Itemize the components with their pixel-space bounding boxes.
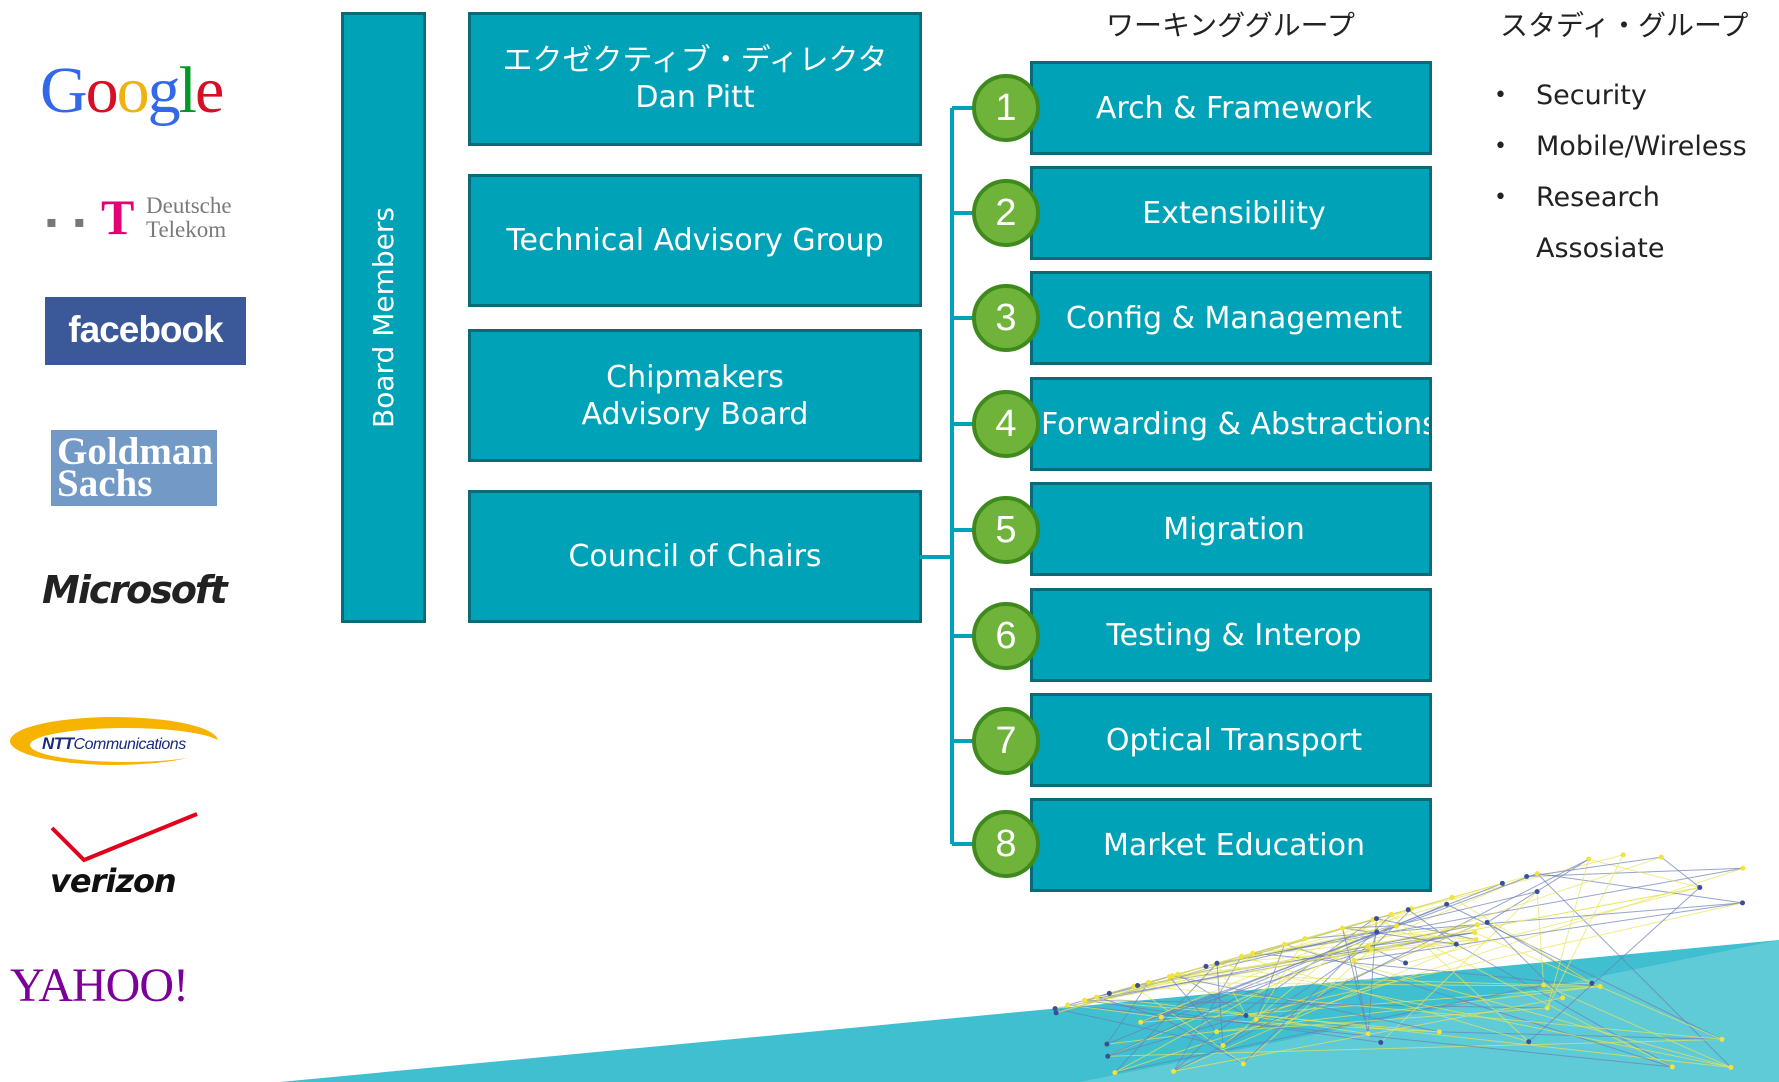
wg-label-5: Migration bbox=[1163, 511, 1305, 547]
chipmakers-line2: Advisory Board bbox=[581, 396, 809, 432]
microsoft-logo: Microsoft bbox=[42, 568, 228, 612]
wg-box-8: Market Education bbox=[1030, 798, 1432, 892]
study-groups-list: • Security • Mobile/Wireless • Research Ass… bbox=[1490, 70, 1747, 274]
wg-box-7: Optical Transport bbox=[1030, 693, 1432, 787]
wg-label-2: Extensibility bbox=[1142, 195, 1326, 231]
study-group-assosiate: Assosiate bbox=[1536, 233, 1665, 264]
deutsche-telekom-line2: Telekom bbox=[146, 217, 227, 242]
wg-number-badge-7: 7 bbox=[972, 707, 1040, 775]
technical-advisory-group-box: Technical Advisory Group bbox=[468, 174, 922, 307]
deutsche-telekom-logo: ▪ ▪ T Deutsche Telekom bbox=[46, 192, 256, 242]
technical-advisory-group-label: Technical Advisory Group bbox=[506, 223, 884, 258]
verizon-logo-text: verizon bbox=[50, 862, 177, 900]
wg-box-6: Testing & Interop bbox=[1030, 588, 1432, 682]
wg-label-1: Arch & Framework bbox=[1095, 90, 1373, 126]
network-graphic bbox=[1052, 852, 1746, 1076]
facebook-logo-text: facebook bbox=[68, 309, 223, 350]
google-letter: o bbox=[85, 54, 119, 127]
wg-number-badge-3: 3 bbox=[972, 284, 1040, 352]
wg-box-3: Config & Management bbox=[1030, 271, 1432, 365]
wg-number-badge-4: 4 bbox=[972, 390, 1040, 458]
ntt-communications-logo: NTTCommunications bbox=[8, 712, 220, 770]
council-of-chairs-label: Council of Chairs bbox=[568, 539, 822, 574]
telekom-dots-icon: ▪ ▪ bbox=[46, 212, 91, 231]
goldman-sachs-logo: Goldman Sachs bbox=[51, 430, 217, 506]
chipmakers-line1: Chipmakers bbox=[606, 359, 784, 395]
board-members-label: Board Members bbox=[367, 207, 401, 428]
verizon-logo: verizon bbox=[32, 810, 212, 910]
wg-label-4: Forwarding & Abstractions bbox=[1041, 406, 1432, 442]
wg-label-6: Testing & Interop bbox=[1106, 617, 1362, 653]
bullet-icon: • bbox=[1494, 134, 1507, 159]
telekom-t-mark: T bbox=[101, 189, 135, 245]
executive-director-box: エクゼクティブ・ディレクタ Dan Pitt bbox=[468, 12, 922, 146]
wg-number-badge-6: 6 bbox=[972, 602, 1040, 670]
wg-number-badge-1: 1 bbox=[972, 74, 1040, 142]
goldman-sachs-line1: Goldman bbox=[57, 430, 214, 473]
study-group-item: • Research bbox=[1490, 172, 1747, 223]
wg-box-4: Forwarding & Abstractions bbox=[1030, 377, 1432, 471]
wg-number-badge-8: 8 bbox=[972, 810, 1040, 878]
google-letter: g bbox=[147, 54, 181, 127]
wg-number-badge-5: 5 bbox=[972, 496, 1040, 564]
google-letter: l bbox=[178, 54, 197, 127]
facebook-logo: facebook bbox=[45, 297, 246, 365]
google-letter: G bbox=[40, 54, 88, 127]
study-group-research: Research bbox=[1536, 182, 1660, 213]
google-logo: Google bbox=[40, 54, 224, 127]
microsoft-logo-text: Microsoft bbox=[42, 568, 228, 612]
wg-label-8: Market Education bbox=[1102, 827, 1366, 863]
study-groups-heading: スタディ・グループ bbox=[1500, 9, 1749, 42]
board-members-box: Board Members bbox=[341, 12, 426, 623]
study-group-item-continuation: Assosiate bbox=[1490, 223, 1747, 274]
wg-number-badge-2: 2 bbox=[972, 179, 1040, 247]
wg-label-3: Config & Management bbox=[1065, 300, 1403, 336]
ntt-swoosh-icon bbox=[10, 717, 220, 765]
ntt-rest-text: Communications bbox=[73, 736, 187, 753]
bullet-icon: • bbox=[1494, 83, 1507, 108]
deutsche-telekom-line1: Deutsche bbox=[146, 193, 232, 218]
wg-label-7: Optical Transport bbox=[1105, 722, 1363, 758]
chipmakers-advisory-board-box: Chipmakers Advisory Board bbox=[468, 329, 922, 462]
wg-box-1: Arch & Framework bbox=[1030, 61, 1432, 155]
executive-director-name: Dan Pitt bbox=[635, 80, 755, 115]
study-group-security: Security bbox=[1536, 80, 1647, 111]
working-groups-heading: ワーキンググループ bbox=[1106, 9, 1355, 42]
study-group-item: • Security bbox=[1490, 70, 1747, 121]
verizon-check-icon bbox=[50, 812, 198, 863]
google-letter: o bbox=[116, 54, 150, 127]
yahoo-logo: YAHOO! bbox=[10, 958, 189, 1013]
bullet-icon: • bbox=[1494, 185, 1507, 210]
google-letter: e bbox=[195, 54, 224, 127]
executive-director-title: エクゼクティブ・ディレクタ bbox=[502, 43, 888, 78]
yahoo-logo-text: YAHOO! bbox=[10, 959, 189, 1012]
ntt-bold-text: NTT bbox=[42, 734, 74, 753]
wg-box-5: Migration bbox=[1030, 482, 1432, 576]
wg-box-2: Extensibility bbox=[1030, 166, 1432, 260]
goldman-sachs-line2: Sachs bbox=[57, 462, 153, 505]
study-group-item: • Mobile/Wireless bbox=[1490, 121, 1747, 172]
study-group-mobile-wireless: Mobile/Wireless bbox=[1536, 131, 1747, 162]
google-logo-text: Google bbox=[40, 54, 224, 127]
council-of-chairs-box: Council of Chairs bbox=[468, 490, 922, 623]
